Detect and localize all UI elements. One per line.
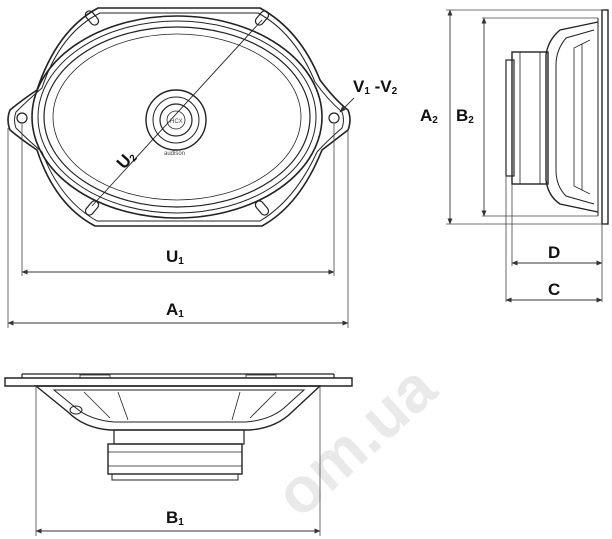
label-v2: V: [380, 77, 392, 96]
mount-hole-left: [16, 112, 28, 124]
tweeter-ring: [152, 96, 200, 144]
label-a2: A2: [420, 106, 438, 126]
label-b1-main: B: [166, 508, 178, 527]
bottom-view: [4, 373, 353, 481]
label-d: D: [548, 243, 560, 262]
brand-logo: HCX: [170, 119, 183, 125]
side-flange: [601, 9, 609, 225]
tweeter-dome: [159, 103, 193, 137]
label-b1: B1: [166, 508, 184, 528]
label-a1-main: A: [166, 300, 178, 319]
label-v2-sub: 2: [392, 86, 398, 97]
front-extension-lines: [7, 124, 349, 328]
front-rim-1: [31, 15, 323, 219]
front-frame-inner: [14, 12, 344, 222]
side-extension-lines: [446, 9, 605, 302]
label-v1: V: [353, 77, 365, 96]
mount-slot-top-right: [254, 10, 270, 26]
bottom-flange: [4, 377, 353, 387]
bottom-extension-lines: [35, 386, 321, 536]
bottom-magnet: [107, 443, 243, 475]
u2-diagonal-line: [91, 19, 263, 207]
label-v1-sub: 1: [364, 86, 370, 97]
mount-hole-right: [328, 112, 340, 124]
label-c: C: [548, 280, 560, 299]
label-u1-main: U: [166, 247, 178, 266]
v-leader-line: [339, 97, 355, 113]
brand-name: audison: [164, 151, 185, 157]
label-a2-main: A: [420, 106, 432, 125]
front-frame-outer: [7, 7, 351, 227]
label-v-sep: -: [370, 77, 380, 96]
svg-text:U2: U2: [113, 146, 140, 173]
label-b2-sub: 2: [468, 115, 474, 126]
side-view: [505, 9, 609, 225]
label-u2-sub: 2: [128, 152, 140, 164]
bottom-basket: [34, 385, 322, 431]
front-cone: [43, 26, 311, 208]
bottom-housing: [113, 429, 245, 445]
side-magnet: [511, 51, 549, 185]
label-b1-sub: 1: [178, 517, 184, 528]
label-u1: U1: [166, 247, 184, 267]
label-a1: A1: [166, 300, 184, 320]
label-a1-sub: 1: [178, 309, 184, 320]
label-b2: B2: [456, 106, 474, 126]
mount-slot-bottom-right: [254, 200, 270, 216]
label-a2-sub: 2: [432, 115, 438, 126]
mount-slot-top-left: [84, 10, 100, 26]
label-u1-sub: 1: [178, 256, 184, 267]
label-b2-main: B: [456, 106, 468, 125]
front-view: [7, 7, 351, 227]
tweeter-center: [166, 110, 186, 130]
front-cone-inner: [52, 33, 302, 201]
side-basket: [545, 21, 599, 213]
front-rim-2: [37, 20, 317, 214]
label-v1-v2: V1 -V2: [353, 77, 398, 97]
tweeter-outer: [145, 89, 207, 151]
label-u2: U2: [113, 146, 140, 173]
mount-slot-bottom-left: [84, 200, 100, 216]
